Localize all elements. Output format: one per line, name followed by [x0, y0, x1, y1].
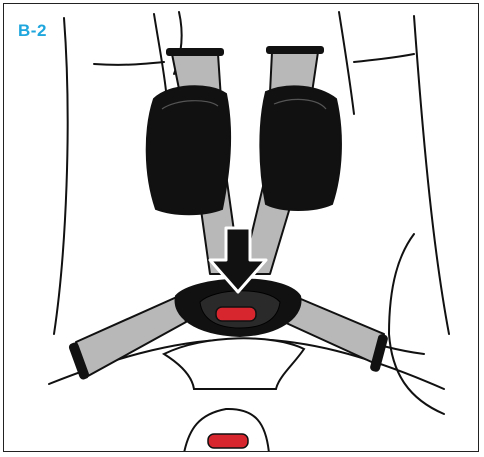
left-lap-strap: [76, 296, 186, 376]
right-shoulder-pad: [260, 86, 341, 210]
right-strap-top-clip: [266, 46, 324, 54]
buckle-release-button: [216, 307, 256, 321]
seat-headrest-right: [339, 12, 354, 114]
seat-shell-left-edge: [54, 18, 68, 334]
car-seat-harness-illustration: [4, 4, 479, 452]
instruction-figure: B-2: [3, 3, 479, 452]
seat-wing-right: [389, 234, 444, 414]
crotch-buckle-button: [208, 434, 248, 448]
left-strap-top-clip: [166, 48, 224, 56]
crotch-pad: [164, 338, 304, 389]
step-label: B-2: [18, 21, 47, 41]
seat-shell-right-edge: [414, 16, 449, 334]
